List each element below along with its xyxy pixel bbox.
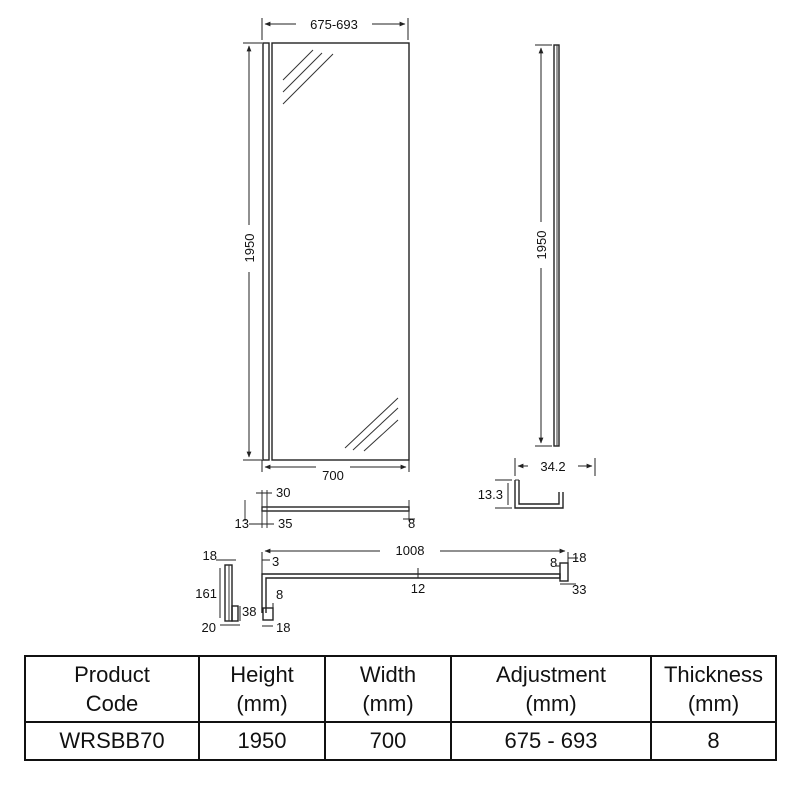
glass-reflection-bottom [344,397,399,452]
cell-product-code: WRSBB70 [24,721,200,761]
side-elevation: 1950 [534,44,560,447]
glass-reflection-top [282,49,334,105]
bracket-detail: 18 161 38 20 [195,548,256,635]
dim-adjustment-width: 675-693 [261,17,409,40]
plan-view: 30 13 35 8 [235,485,416,531]
dim-channel-height: 13.3 [478,479,512,509]
cell-adjustment: 675 - 693 [450,721,652,761]
header-adjustment: Adjustment(mm) [450,655,652,723]
dim-arm-12-label: 12 [411,581,425,596]
spec-table-row: WRSBB70 1950 700 675 - 693 8 [24,721,777,761]
dim-plan-8-label: 8 [408,516,415,531]
dim-plan-30-label: 30 [276,485,290,500]
dim-bracket-20-label: 20 [202,620,216,635]
wall-channel-profile [262,42,270,461]
dim-panel-width-label: 700 [322,468,344,483]
glass-panel [271,42,410,461]
support-arm: 1008 3 18 8 12 33 8 18 [261,543,586,635]
channel-section: 34.2 13.3 [478,458,596,509]
dim-plan-13-label: 13 [235,516,249,531]
dim-arm-18-bottom-label: 18 [276,620,290,635]
dim-arm-33-label: 33 [572,582,586,597]
dim-arm-3-label: 3 [272,554,279,569]
dim-bracket-38-label: 38 [242,604,256,619]
dim-arm-8-right-label: 8 [550,555,557,570]
header-height: Height(mm) [198,655,326,723]
dim-arm-length-label: 1008 [396,543,425,558]
header-thickness: Thickness(mm) [650,655,777,723]
front-elevation: 675-693 1950 700 [242,17,410,483]
technical-drawing: 675-693 1950 700 1950 [195,17,596,635]
dim-channel-width: 34.2 [514,458,596,476]
dim-arm-8-left-label: 8 [276,587,283,602]
dim-channel-width-label: 34.2 [540,459,565,474]
header-width: Width(mm) [324,655,452,723]
dim-bracket-18-label: 18 [203,548,217,563]
dim-adjustment-width-label: 675-693 [310,17,358,32]
dim-bracket-161-label: 161 [195,586,217,601]
dim-channel-height-label: 13.3 [478,487,503,502]
cell-thickness: 8 [650,721,777,761]
dim-panel-width: 700 [261,460,410,483]
dim-plan-35-label: 35 [278,516,292,531]
cell-width: 700 [324,721,452,761]
dim-arm-18-right-label: 18 [572,550,586,565]
dim-side-height: 1950 [534,44,552,447]
cell-height: 1950 [198,721,326,761]
dim-front-height-label: 1950 [242,234,257,263]
dim-side-height-label: 1950 [534,231,549,260]
dim-front-height: 1950 [242,42,262,461]
